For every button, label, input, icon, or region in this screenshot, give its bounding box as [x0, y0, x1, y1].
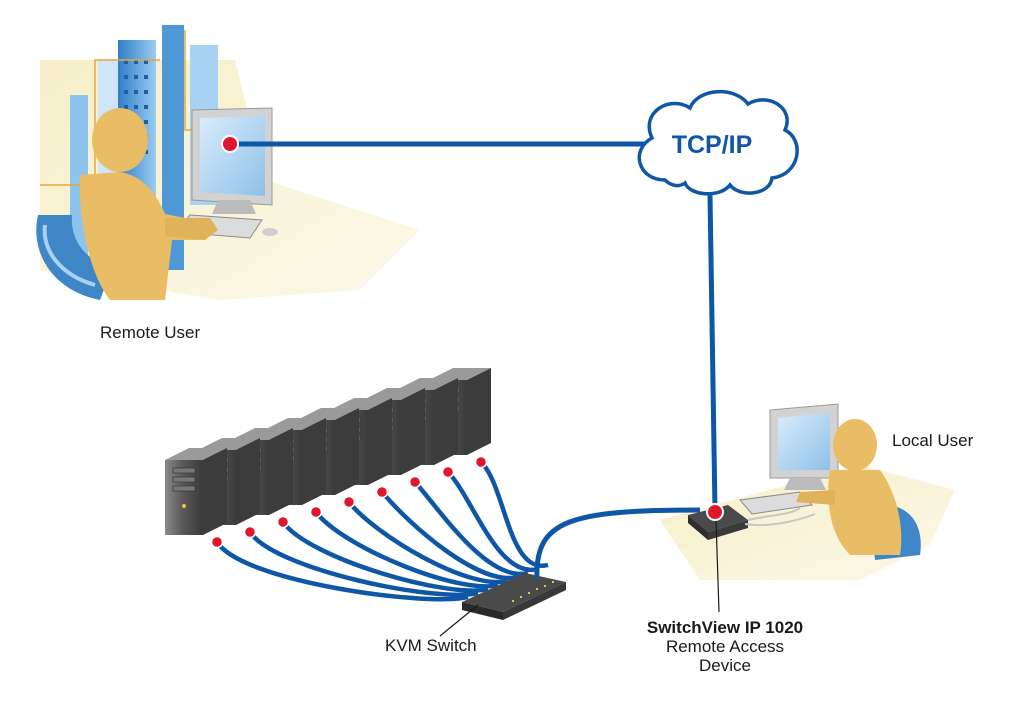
server-cables [210, 455, 549, 602]
server-cable [215, 540, 469, 602]
remote-access-device-label: SwitchView IP 1020 Remote Access Device [620, 618, 830, 675]
cloud-label: TCP/IP [672, 131, 753, 159]
remote-monitor-connector [221, 135, 239, 153]
server-connector [210, 535, 224, 549]
server-tower [165, 448, 227, 535]
kvm-switch-label: KVM Switch [385, 636, 477, 655]
server-connector [342, 495, 356, 509]
device-description-line1: Remote Access [665, 637, 785, 656]
server-cable [380, 490, 519, 581]
server-cable [446, 470, 539, 573]
local-user-scene [660, 403, 955, 580]
switch-to-device-cable [534, 507, 701, 579]
local-monitor [769, 403, 839, 490]
server-connector [474, 455, 488, 469]
device-name: SwitchView IP 1020 [646, 618, 804, 637]
cloud-to-device-cable [707, 194, 718, 511]
remote-user-scene [36, 25, 420, 300]
local-keyboard [739, 491, 814, 515]
device-label-leader [715, 519, 720, 613]
server-cable [314, 510, 499, 589]
device-description-line2: Device [699, 656, 751, 675]
server-cable [347, 500, 509, 585]
server-cable [248, 530, 479, 598]
remote-user-figure [79, 108, 218, 300]
remote-chair [36, 215, 112, 300]
server-cable [281, 520, 489, 593]
device-connector [706, 503, 724, 521]
remote-user-label: Remote User [100, 323, 201, 342]
server-connector [309, 505, 323, 519]
server-rack [165, 368, 491, 535]
local-user-label: Local User [892, 431, 974, 450]
network-cables [232, 141, 718, 579]
kvm-switch [462, 573, 566, 620]
tcp-ip-cloud: TCP/IP [637, 89, 799, 196]
server-connector [375, 485, 389, 499]
kvm-label-leader [439, 604, 479, 637]
local-user-figure [796, 419, 902, 555]
server-cable [413, 480, 529, 577]
server-connector [408, 475, 422, 489]
server-connector [276, 515, 290, 529]
remote-monitor [191, 107, 273, 214]
server-connector [243, 525, 257, 539]
server-connector [441, 465, 455, 479]
